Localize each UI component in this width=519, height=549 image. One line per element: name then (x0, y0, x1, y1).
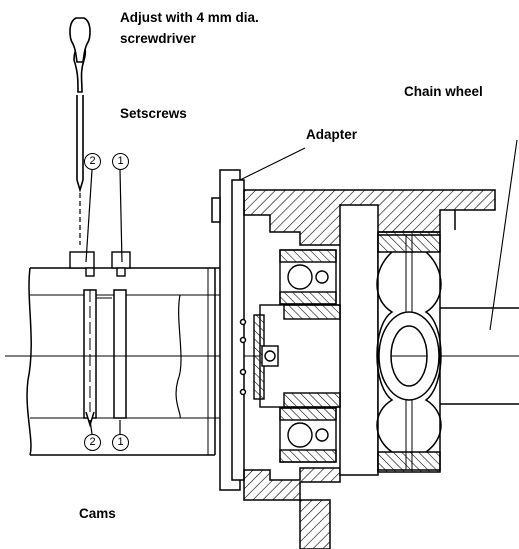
bearing-lower (279, 407, 337, 463)
setscrew-leaders (85, 169, 123, 435)
setscrews-label: Setscrews (120, 106, 187, 121)
cam-bars (83, 289, 127, 428)
adapter-label: Adapter (306, 127, 358, 142)
cam-marker-1: 1 (112, 434, 129, 451)
housing-hatched (243, 189, 496, 549)
setscrew-marker-1: 1 (112, 153, 129, 170)
cam-housing (26, 267, 220, 456)
setscrew-marker-2: 2 (84, 153, 101, 170)
setscrew-heads (69, 251, 131, 277)
cams-label: Cams (79, 506, 116, 521)
chain-wheel (376, 231, 442, 473)
adjust-label-line2: screwdriver (120, 31, 196, 46)
adjust-label-line1: Adjust with 4 mm dia. (120, 10, 259, 25)
chain-wheel-label: Chain wheel (404, 84, 483, 99)
output-shaft (440, 210, 519, 405)
bearing-upper (279, 249, 337, 305)
adapter-plate (211, 169, 247, 491)
label-leaders (239, 139, 518, 331)
hub (253, 304, 341, 408)
screwdriver-icon (69, 17, 91, 245)
cam-marker-2: 2 (84, 434, 101, 451)
